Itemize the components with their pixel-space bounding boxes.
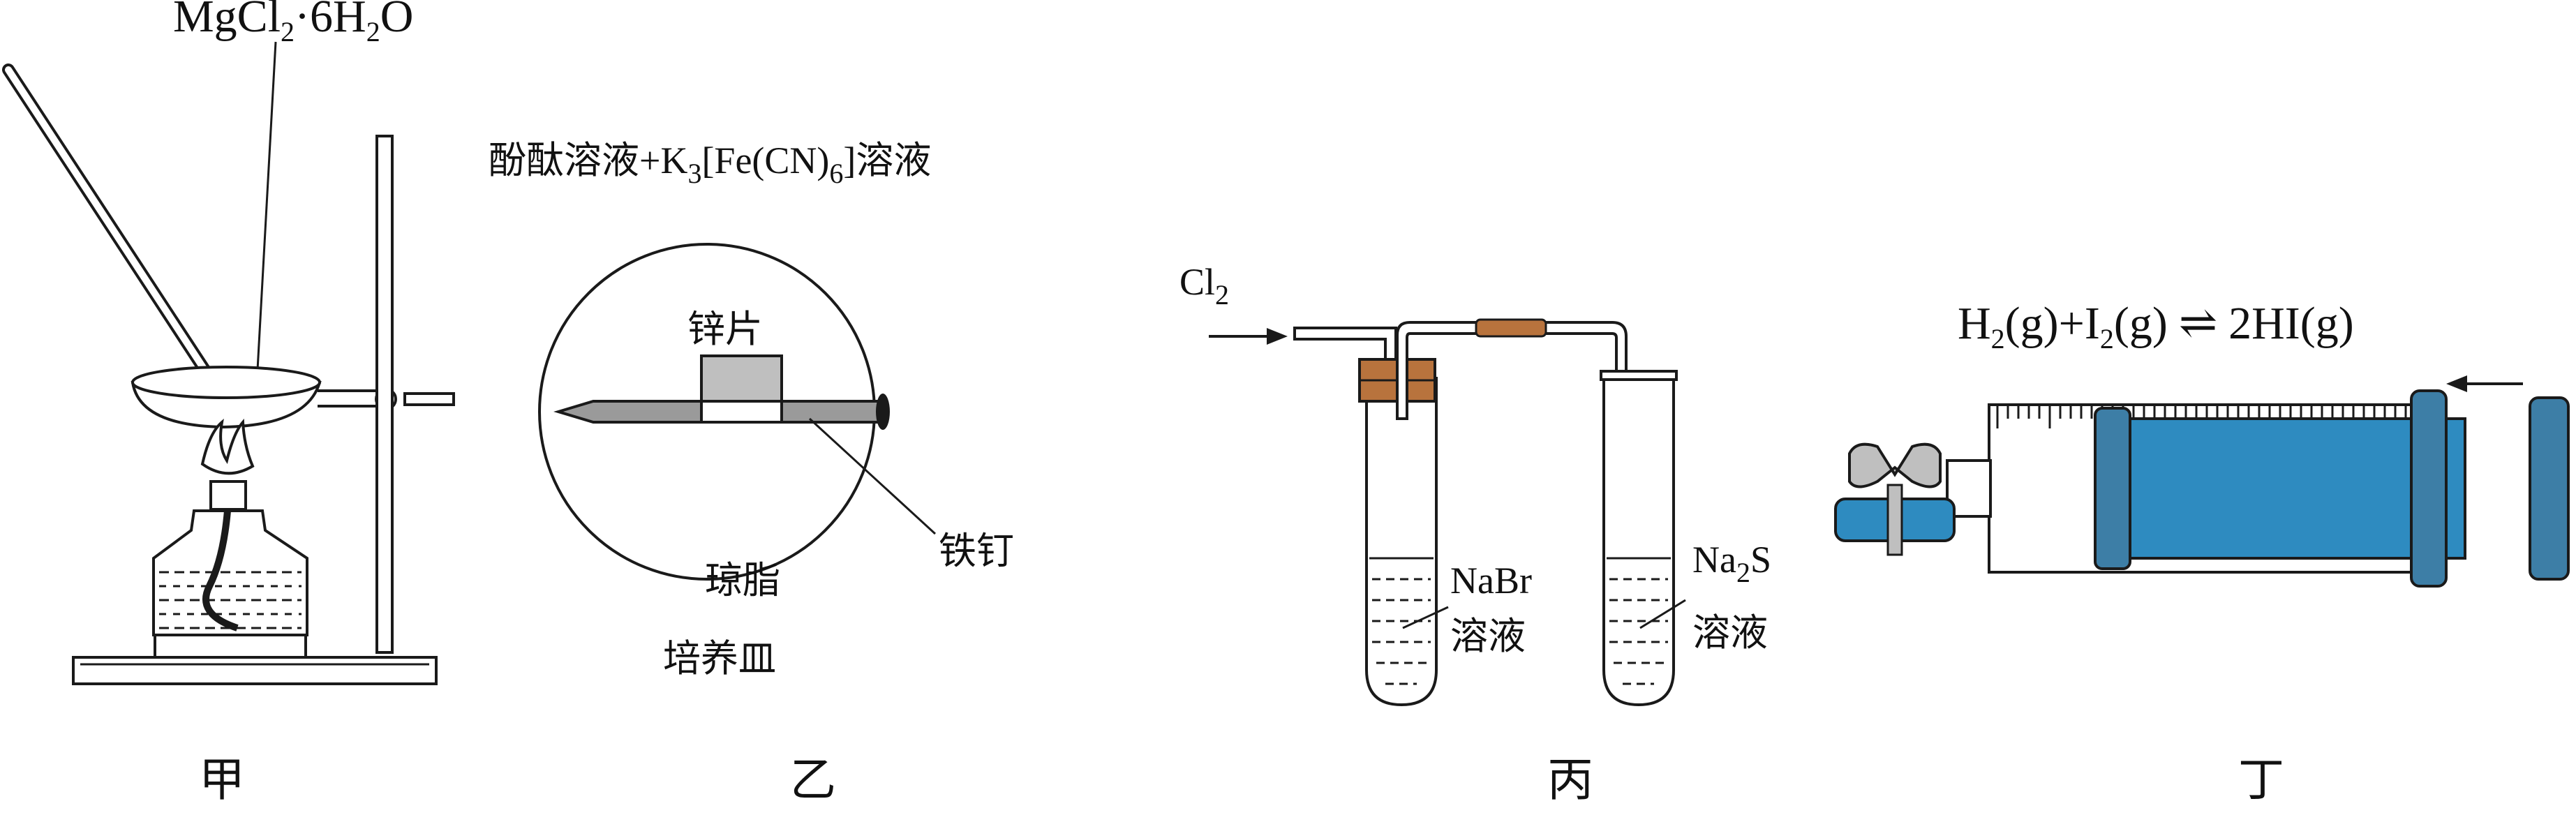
plunger-seal — [2094, 407, 2131, 570]
clamp-rod — [403, 392, 455, 406]
caption-ding: 丁 — [2238, 755, 2284, 806]
push-arrow-head — [2446, 375, 2467, 392]
lamp-wick — [202, 510, 239, 632]
flame — [200, 418, 255, 475]
clip-screw — [1886, 484, 1903, 556]
equilibrium-equation: H2(g)+I2(g)⇌2HI(g) — [1958, 298, 2354, 354]
panel-jia: MgCl2·6H2O 甲 — [2, 0, 455, 806]
na2s-label-2: 溶液 — [1692, 612, 1768, 654]
left-tube-liquid — [1369, 557, 1434, 685]
plunger-thumb-rest — [2529, 396, 2570, 581]
plunger-body — [2101, 417, 2466, 560]
zinc-label: 锌片 — [687, 308, 763, 350]
dish-label: 培养皿 — [663, 638, 776, 680]
na2s-pointer — [1639, 599, 1686, 629]
panel-bing: Cl2 — [1179, 261, 1771, 806]
evaporating-dish-rim — [131, 366, 321, 399]
na2s-label: Na2S — [1692, 539, 1771, 588]
rubber-connector — [1475, 318, 1547, 338]
caption-jia: 甲 — [199, 755, 245, 806]
zinc-contact — [700, 400, 783, 424]
nail-pointer — [808, 417, 937, 535]
syringe-nozzle — [1946, 459, 1992, 518]
panel-ding: H2(g)+I2(g)⇌2HI(g) 丁 — [1834, 298, 2570, 806]
nabr-pointer — [1402, 606, 1449, 629]
nail-label: 铁钉 — [939, 530, 1014, 572]
right-tube-liquid — [1607, 557, 1671, 685]
lamp-wick-holder — [209, 480, 247, 511]
clamp-arm — [318, 389, 382, 408]
nail-head — [876, 394, 890, 430]
caption-bing: 丙 — [1547, 755, 1593, 806]
glass-rod-inner — [5, 66, 225, 400]
mgcl2-label: MgCl2·6H2O — [173, 0, 413, 47]
stand-base — [72, 656, 438, 685]
barrel-flange — [2410, 389, 2448, 588]
nabr-label: NaBr — [1450, 560, 1532, 601]
wing-nut — [1848, 442, 1942, 488]
stand-pole — [375, 135, 394, 654]
nabr-label-2: 溶液 — [1450, 615, 1526, 657]
caption-yi: 乙 — [790, 755, 836, 806]
gas-arrow-head — [1267, 328, 1288, 345]
right-tube-rim — [1600, 370, 1678, 381]
right-test-tube — [1602, 377, 1675, 707]
left-test-tube — [1365, 377, 1438, 707]
panel-yi: 酚酞溶液+K3[Fe(CN)6]溶液 锌片 铁钉 琼脂 培养皿 乙 — [489, 140, 1014, 806]
lamp-base — [154, 634, 307, 659]
label-pointer-line — [255, 41, 277, 383]
cl2-label: Cl2 — [1179, 261, 1229, 311]
yi-top-label: 酚酞溶液+K3[Fe(CN)6]溶液 — [489, 140, 931, 189]
agar-label: 琼脂 — [705, 560, 780, 601]
